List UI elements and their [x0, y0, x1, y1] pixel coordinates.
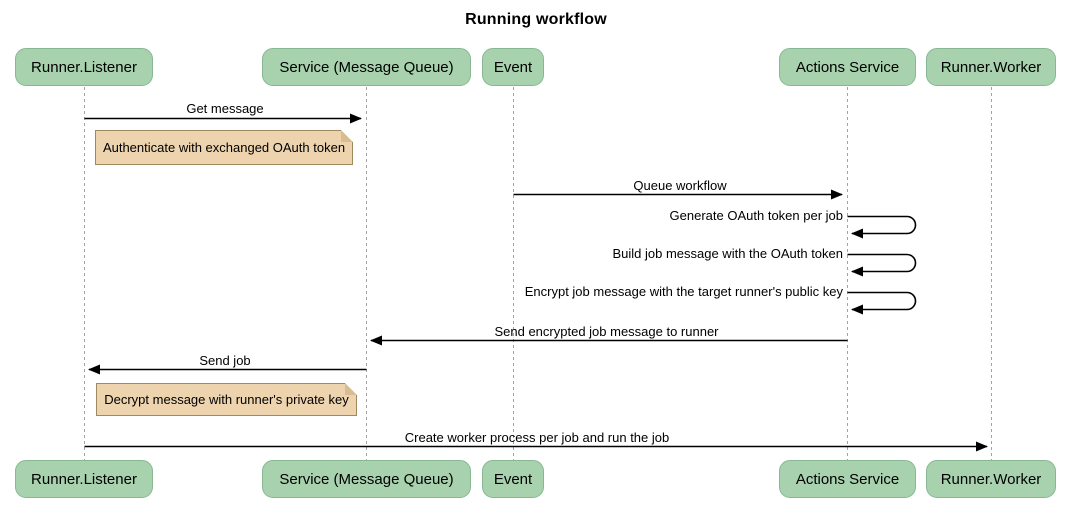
- arrow-self-build-job-message: [847, 253, 917, 277]
- message-label-create-worker-process: Create worker process per job and run th…: [404, 430, 670, 445]
- actor-bottom-runner-worker: Runner.Worker: [926, 460, 1056, 498]
- note-fold-corner: [345, 383, 357, 395]
- actor-label: Actions Service: [795, 58, 900, 76]
- message-label-build-job-message: Build job message with the OAuth token: [612, 246, 843, 261]
- actor-label: Runner.Worker: [940, 58, 1042, 76]
- actor-top-event: Event: [482, 48, 544, 86]
- actor-bottom-actions-service: Actions Service: [779, 460, 916, 498]
- actor-top-runner-worker: Runner.Worker: [926, 48, 1056, 86]
- actor-top-actions-service: Actions Service: [779, 48, 916, 86]
- note-fold-corner: [341, 130, 353, 142]
- note-authenticate-oauth: Authenticate with exchanged OAuth token: [95, 130, 353, 165]
- actor-label: Event: [493, 58, 533, 76]
- diagram-title: Running workflow: [465, 11, 607, 28]
- actor-label: Runner.Listener: [31, 58, 137, 76]
- actor-label: Service (Message Queue): [279, 470, 454, 488]
- actor-top-runner-listener: Runner.Listener: [15, 48, 153, 86]
- message-label-send-job: Send job: [199, 353, 251, 368]
- message-label-queue-workflow: Queue workflow: [633, 178, 727, 193]
- note-text: Decrypt message with runner's private ke…: [104, 392, 349, 407]
- arrow-self-generate-oauth-token: [847, 215, 917, 239]
- actor-bottom-event: Event: [482, 460, 544, 498]
- actor-bottom-service-message-queue: Service (Message Queue): [262, 460, 471, 498]
- message-label-get-message: Get message: [186, 101, 264, 116]
- actor-label: Runner.Worker: [940, 470, 1042, 488]
- message-label-encrypt-job-message: Encrypt job message with the target runn…: [524, 284, 843, 299]
- arrow-self-encrypt-job-message: [847, 291, 917, 315]
- message-label-send-encrypted-job-message: Send encrypted job message to runner: [494, 324, 719, 339]
- actor-top-service-message-queue: Service (Message Queue): [262, 48, 471, 86]
- note-decrypt-private-key: Decrypt message with runner's private ke…: [96, 383, 357, 416]
- actor-label: Actions Service: [795, 470, 900, 488]
- actor-label: Event: [493, 470, 533, 488]
- note-text: Authenticate with exchanged OAuth token: [102, 140, 346, 155]
- actor-bottom-runner-listener: Runner.Listener: [15, 460, 153, 498]
- actor-label: Service (Message Queue): [279, 58, 454, 76]
- actor-label: Runner.Listener: [31, 470, 137, 488]
- message-label-generate-oauth-token: Generate OAuth token per job: [669, 208, 843, 223]
